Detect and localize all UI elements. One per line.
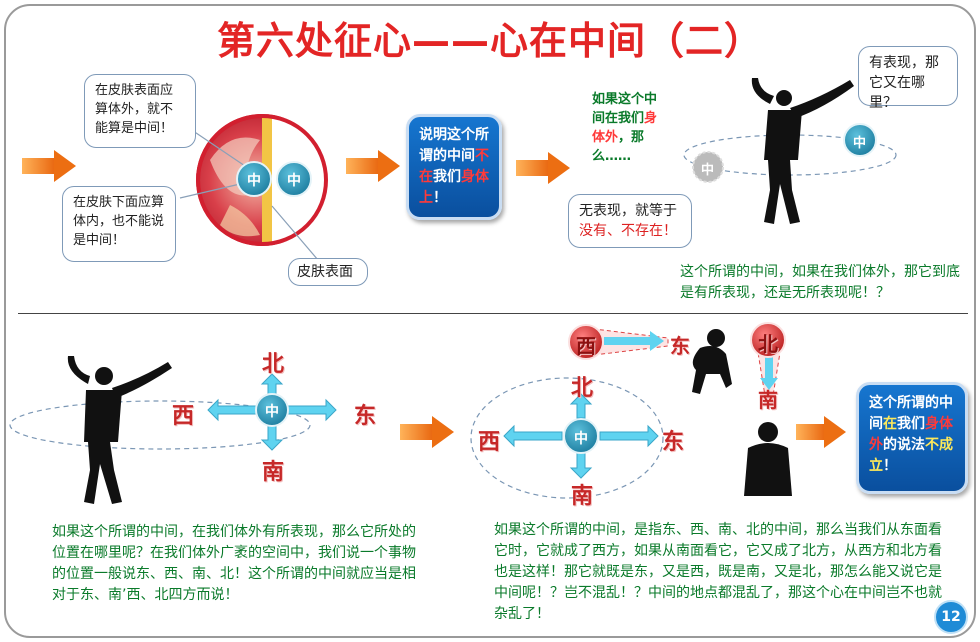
- arrow-4: [400, 416, 454, 448]
- bottom-right-text: 如果这个所谓的中间，是指东、西、南、北的中间，那么当我们从东面看它时，它就成了西…: [494, 522, 942, 622]
- callout-outside-skin: 在皮肤表面应算体外，就不能算是中间！: [84, 74, 196, 148]
- ghost-center-char: 中: [701, 163, 715, 178]
- label-south-left: 南: [262, 459, 285, 485]
- callout-inside-skin: 在皮肤下面应算体内，也不能说是中间！: [62, 186, 176, 262]
- page-title: 第六处征心——心在中间（二）: [216, 19, 763, 63]
- conclusion-bottom-part5: 的说法: [883, 437, 925, 453]
- conclusion-bottom-part3: 我们: [897, 416, 925, 432]
- conclusion-box-top: 说明这个所谓的中间不在我们身体上！: [406, 114, 502, 220]
- visible-center-ball: [843, 123, 877, 157]
- conclusion-top-part2: 不在: [419, 148, 489, 185]
- visible-center-char: 中: [853, 136, 867, 151]
- strongman-silhouette-top: [683, 78, 897, 224]
- view-from-east: [568, 324, 732, 394]
- conclusion-bottom-part1: 这个所谓的中间: [869, 395, 953, 432]
- compass-middle: [470, 377, 664, 499]
- label-west-left: 西: [172, 403, 195, 429]
- arrow-2: [346, 150, 400, 182]
- conclusion-box-bottom: 这个所谓的中间在我们身体外的说法不成立！: [856, 382, 968, 494]
- label-east-mid: 东: [662, 429, 685, 455]
- conclusion-bottom-part6: 不成立: [869, 437, 953, 474]
- question-text: 如果这个中间在我们身体外，那么……: [592, 90, 662, 166]
- callout-has-appearance: 有表现，那它又在哪里？: [858, 46, 958, 111]
- center-char-outer: 中: [287, 173, 301, 189]
- label-north-mid: 北: [571, 375, 594, 401]
- label-south-mid: 南: [571, 483, 594, 509]
- conclusion-bottom-part2: 在: [883, 416, 897, 432]
- center-char-mid-compass: 中: [574, 431, 588, 447]
- center-ball-inner: [236, 161, 272, 197]
- conclusion-bottom-part7: ！: [883, 458, 897, 474]
- conclusion-top-part3: 我们: [433, 169, 461, 185]
- callout-skin-surface: 皮肤表面: [288, 258, 368, 286]
- compass-left: [207, 373, 337, 451]
- conclusion-top-part1: 说明这个所谓的中间: [419, 127, 489, 164]
- conclusion-top-part4: 身体上: [419, 169, 489, 206]
- bottom-left-text: 如果这个所谓的中间，在我们体外有所表现，那么它所处的位置在哪里呢？在我们体外广袤…: [52, 524, 416, 603]
- section-divider: [18, 313, 968, 314]
- arrow-1: [22, 150, 76, 182]
- arrow-5: [796, 416, 846, 448]
- label-west-viewed: 西: [576, 334, 596, 358]
- label-west-mid: 西: [478, 429, 501, 455]
- no-appearance-line1: 无表现，就等于: [579, 203, 677, 219]
- question-part1: 如果这个中间在我们: [592, 92, 658, 126]
- label-east-viewer: 东: [670, 334, 690, 358]
- center-char-left-compass: 中: [265, 404, 279, 420]
- center-char-inner: 中: [247, 173, 261, 189]
- ghost-center-ball: [692, 151, 724, 183]
- top-summary-text: 这个所谓的中间，如果在我们体外，那它到底是有所表现，还是无所表现呢！？: [680, 264, 960, 301]
- label-north-left: 北: [262, 351, 285, 377]
- question-part3: ，那么……: [592, 130, 645, 164]
- question-part2: 身体外: [592, 111, 658, 145]
- conclusion-bottom-part4: 身体外: [869, 416, 953, 453]
- arrow-3: [516, 152, 570, 184]
- center-ball-outer: [276, 161, 312, 197]
- conclusion-top-part5: ！: [433, 190, 447, 206]
- label-south-viewer: 南: [758, 388, 778, 412]
- page-number: 12: [934, 600, 968, 634]
- callout-no-appearance: 无表现，就等于 没有、不存在！: [568, 194, 692, 248]
- label-east-left: 东: [354, 403, 377, 429]
- view-from-south: [744, 322, 792, 496]
- label-north-viewed: 北: [758, 332, 778, 356]
- strongman-silhouette-bottom: [9, 356, 311, 504]
- no-appearance-line2: 没有、不存在！: [579, 223, 677, 239]
